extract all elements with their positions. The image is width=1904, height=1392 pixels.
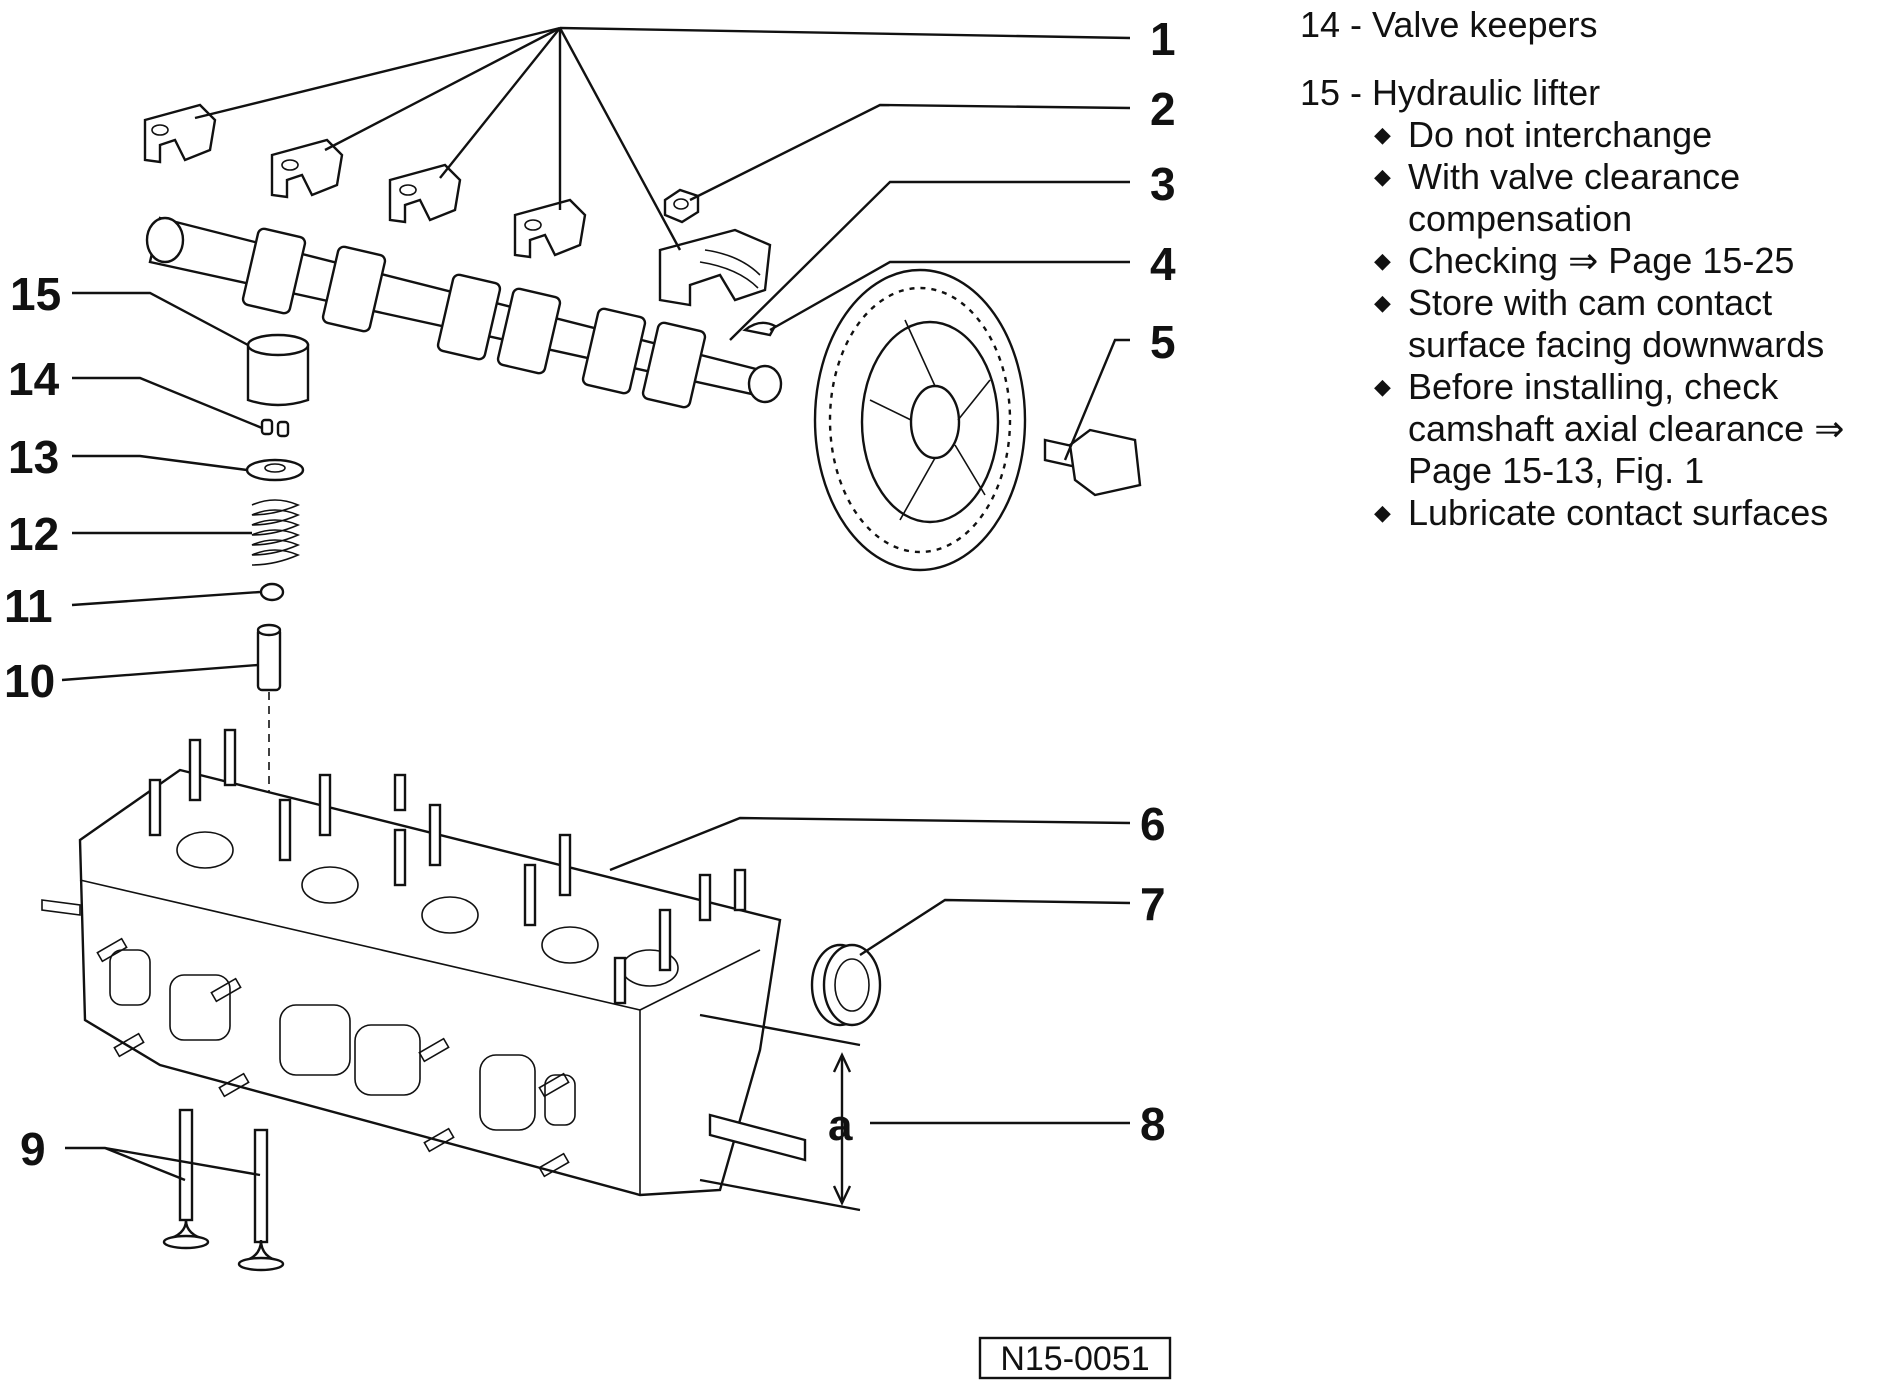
reference-code-box: N15-0051: [978, 1336, 1172, 1380]
callout-4: 4: [1150, 238, 1176, 290]
valve-spring: [251, 499, 301, 566]
callout-14: 14: [8, 353, 60, 405]
bearing-cap-2: [270, 138, 344, 199]
hydraulic-lifter: [246, 333, 310, 407]
legend: 14 - Valve keepers 15 - Hydraulic lifter…: [1300, 4, 1890, 560]
legend-note: Checking ⇒ Page 15-25: [1374, 240, 1890, 282]
head-studs: [148, 728, 747, 1005]
valve-keepers: [260, 418, 290, 438]
dimension-label-a: a: [828, 1101, 853, 1150]
legend-head-15: 15 - Hydraulic lifter: [1300, 72, 1601, 113]
end-stud: [41, 899, 807, 1162]
legend-note: Before installing, check camshaft axial …: [1374, 366, 1890, 492]
combustion-chambers: [176, 831, 679, 987]
intake-ports: [109, 949, 576, 1131]
camshaft: [145, 216, 783, 409]
leader-lines: [61, 26, 1131, 1212]
nut: [663, 188, 700, 224]
callout-2: 2: [1150, 83, 1176, 135]
cylinder-head: [41, 728, 807, 1197]
valve-1: [162, 1108, 210, 1250]
camshaft-oil-seal: [810, 943, 882, 1027]
legend-note: Do not interchange: [1374, 114, 1890, 156]
callout-12: 12: [8, 508, 59, 560]
sprocket-bolt: [1043, 428, 1142, 497]
valve-guide: [256, 623, 282, 820]
callout-7: 7: [1140, 878, 1166, 930]
valve-spring-retainer: [245, 458, 305, 482]
callout-11: 11: [4, 580, 53, 632]
valve-stem-seal: [259, 582, 285, 602]
callout-6: 6: [1140, 798, 1166, 850]
manifold-studs: [96, 937, 570, 1178]
legend-head-14: 14 - Valve keepers: [1300, 4, 1598, 45]
bearing-cap-4: [513, 198, 587, 259]
callout-15: 15: [10, 268, 61, 320]
callout-1: 1: [1150, 13, 1176, 65]
reference-code: N15-0051: [1000, 1340, 1149, 1378]
bearing-cap-1: [143, 103, 217, 164]
bearing-cap-5: [658, 228, 772, 307]
callout-3: 3: [1150, 158, 1176, 210]
callout-13: 13: [8, 431, 59, 483]
valve-2: [237, 1128, 285, 1272]
bearing-cap-3: [388, 163, 462, 224]
camshaft-sprocket: [813, 268, 1027, 572]
legend-note: Lubricate contact surfaces: [1374, 492, 1890, 534]
callout-10: 10: [4, 655, 55, 707]
legend-item-15: 15 - Hydraulic lifter Do not interchange…: [1300, 72, 1890, 534]
legend-item-14: 14 - Valve keepers: [1300, 4, 1890, 46]
callout-8: 8: [1140, 1098, 1166, 1150]
legend-note: Store with cam contact surface facing do…: [1374, 282, 1890, 366]
legend-title: Hydraulic lifter: [1372, 72, 1601, 113]
callout-9: 9: [20, 1123, 46, 1175]
legend-number: 14: [1300, 4, 1341, 45]
callout-5: 5: [1150, 316, 1176, 368]
legend-title: Valve keepers: [1372, 4, 1598, 45]
legend-notes: Do not interchange With valve clearance …: [1300, 114, 1890, 534]
legend-note: With valve clearance compensation: [1374, 156, 1890, 240]
legend-number: 15: [1300, 72, 1341, 113]
